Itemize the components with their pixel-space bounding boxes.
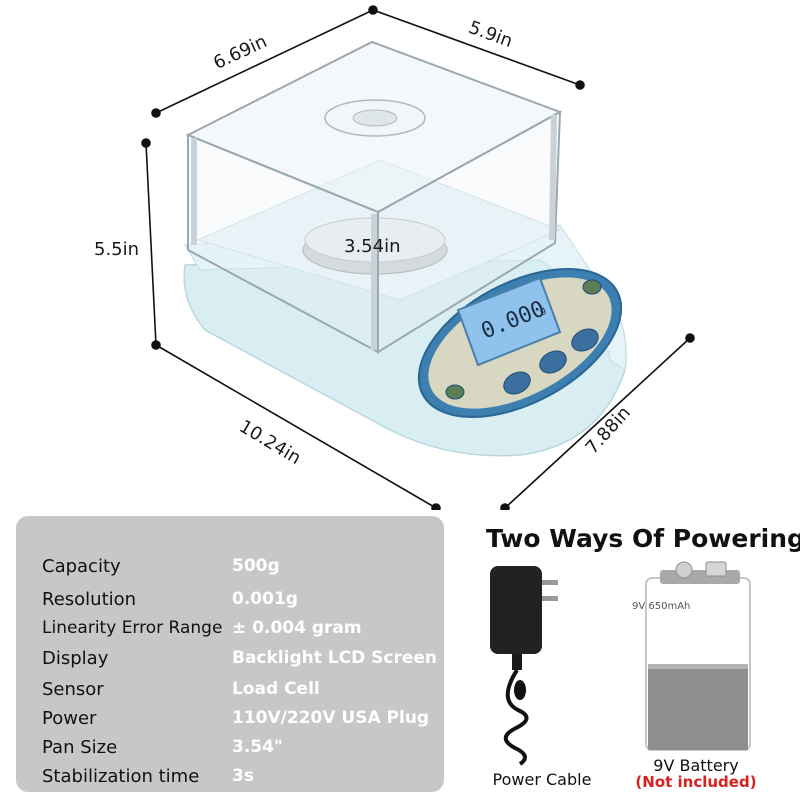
spec-row-display: Display Backlight LCD Screen	[16, 648, 444, 676]
battery-caption: 9V Battery	[653, 756, 739, 775]
spec-label: Stabilization time	[42, 766, 200, 787]
spec-value: 3s	[232, 766, 254, 786]
spec-label: Pan Size	[42, 737, 118, 758]
power-cable-icon	[490, 566, 558, 766]
lcd-display	[456, 276, 562, 367]
spec-value: 500g	[232, 556, 280, 576]
spec-label: Linearity Error Range	[42, 618, 223, 638]
spec-row-linearity: Linearity Error Range ± 0.004 gram	[16, 618, 444, 646]
spec-row-resolution: Resolution 0.001g	[16, 589, 444, 617]
spec-value: 0.001g	[232, 589, 298, 609]
power-cable-caption: Power Cable	[492, 770, 592, 789]
spec-row-power: Power 110V/220V USA Plug	[16, 708, 444, 736]
spec-row-stabilization: Stabilization time 3s	[16, 766, 444, 794]
dim-height: 5.5in	[94, 239, 140, 260]
scale-illustration	[141, 5, 695, 510]
spec-label: Sensor	[42, 679, 104, 700]
spec-label: Capacity	[42, 556, 121, 577]
spec-row-pan-size: Pan Size 3.54"	[16, 737, 444, 765]
spec-label: Display	[42, 648, 109, 669]
powering-title: Two Ways Of Powering	[486, 524, 800, 553]
dim-pan: 3.54in	[344, 236, 401, 257]
battery-spec-label: 9V 650mAh	[632, 601, 691, 612]
battery-not-included-note: (Not included)	[635, 773, 757, 791]
spec-value: Backlight LCD Screen	[232, 648, 437, 668]
spec-value: 110V/220V USA Plug	[232, 708, 430, 728]
spec-label: Power	[42, 708, 97, 729]
spec-value: ± 0.004 gram	[232, 618, 362, 638]
spec-value: Load Cell	[232, 679, 320, 699]
battery-icon	[645, 561, 751, 751]
spec-value: 3.54"	[232, 737, 283, 757]
spec-row-sensor: Sensor Load Cell	[16, 679, 444, 707]
spec-row-capacity: Capacity 500g	[16, 556, 444, 584]
spec-label: Resolution	[42, 589, 137, 610]
spec-panel: Capacity 500g Resolution 0.001g Linearit…	[16, 516, 444, 792]
